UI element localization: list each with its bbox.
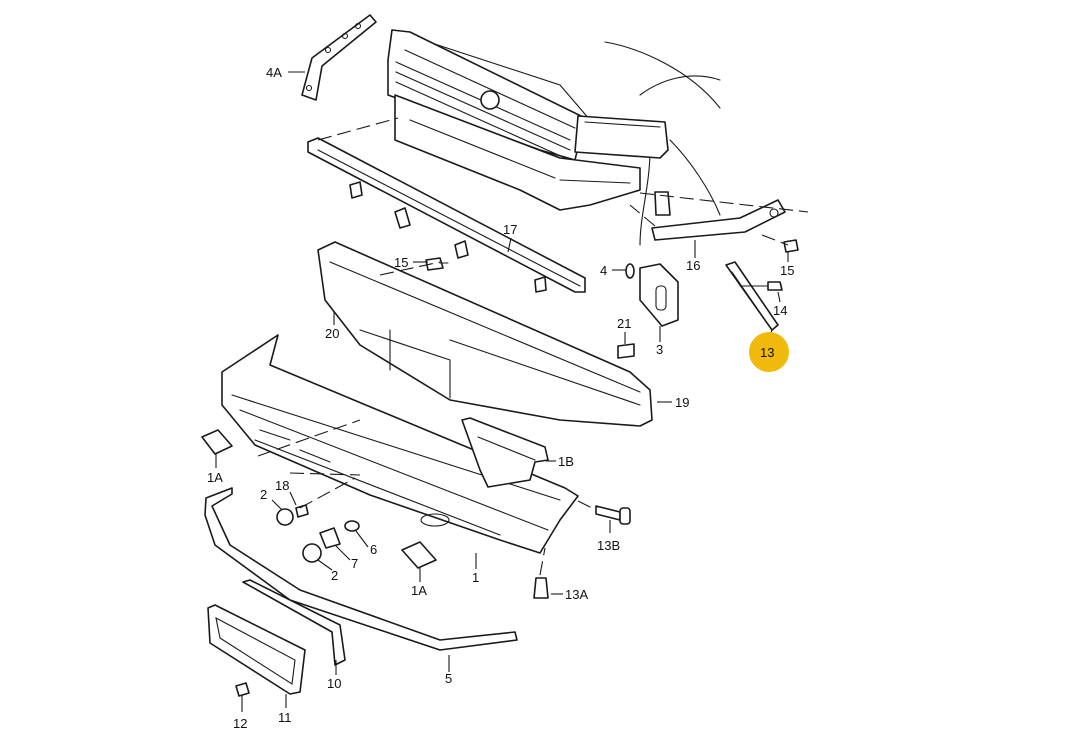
- label-16: 16: [686, 258, 700, 273]
- part-12-screw: [235, 682, 250, 697]
- label-14: 14: [773, 303, 787, 318]
- part-21-plate: [617, 343, 635, 359]
- part-15-clip-right: [783, 239, 799, 253]
- label-11: 11: [278, 710, 292, 725]
- label-12: 12: [233, 716, 247, 731]
- alignment-lines: [257, 117, 809, 576]
- label-17: 17: [503, 222, 517, 237]
- label-1: 1: [472, 570, 479, 585]
- label-21: 21: [617, 316, 631, 331]
- part-7-screw: [319, 527, 341, 549]
- part-1A-grille-left: [201, 429, 233, 455]
- part-19-20-absorber: [317, 241, 653, 427]
- part-5-lower-strip: [204, 487, 518, 651]
- part-10-plate-holder: [242, 579, 346, 666]
- label-1A-right: 1A: [411, 583, 427, 598]
- label-19: 19: [675, 395, 689, 410]
- label-20: 20: [325, 326, 339, 341]
- part-4-washer: [625, 263, 635, 279]
- label-2-bottom: 2: [331, 568, 338, 583]
- highlight-marker-13: [749, 332, 789, 372]
- part-17-carrier: [307, 137, 586, 293]
- part-13A-clip: [533, 577, 549, 599]
- label-15-left: 15: [394, 255, 408, 270]
- part-6-washer: [344, 520, 360, 532]
- label-18: 18: [275, 478, 289, 493]
- label-13A: 13A: [565, 587, 588, 602]
- part-4A-bracket: [301, 14, 377, 101]
- part-2-cap-top: [276, 508, 294, 526]
- callout-labels: 4A 17 15 4 16 15 14 20 21 3 13 19 1B 1A …: [207, 65, 794, 731]
- label-7: 7: [351, 556, 358, 571]
- part-14-bolt: [739, 281, 783, 291]
- label-10: 10: [327, 676, 341, 691]
- label-1B: 1B: [558, 454, 574, 469]
- label-5: 5: [445, 671, 452, 686]
- label-13: 13: [760, 345, 774, 360]
- part-15-clip-left: [425, 257, 449, 271]
- label-15-right: 15: [780, 263, 794, 278]
- part-13-support: [725, 261, 779, 331]
- label-1A-left: 1A: [207, 470, 223, 485]
- part-3-mount: [639, 263, 679, 327]
- vehicle-front: [387, 29, 721, 246]
- label-4: 4: [600, 263, 607, 278]
- part-1B-bracket: [461, 417, 549, 488]
- label-3: 3: [656, 342, 663, 357]
- label-2-top: 2: [260, 487, 267, 502]
- part-16-side-bracket: [651, 199, 786, 241]
- label-6: 6: [370, 542, 377, 557]
- part-11-frame: [207, 604, 306, 695]
- label-4A: 4A: [266, 65, 282, 80]
- part-1A-grille-right: [401, 541, 437, 569]
- label-13B: 13B: [597, 538, 620, 553]
- part-13B-bolt: [595, 505, 631, 525]
- vw-logo: [480, 90, 500, 110]
- part-2-cap-bottom: [302, 543, 322, 563]
- part-1-bumper-cover: [221, 334, 579, 554]
